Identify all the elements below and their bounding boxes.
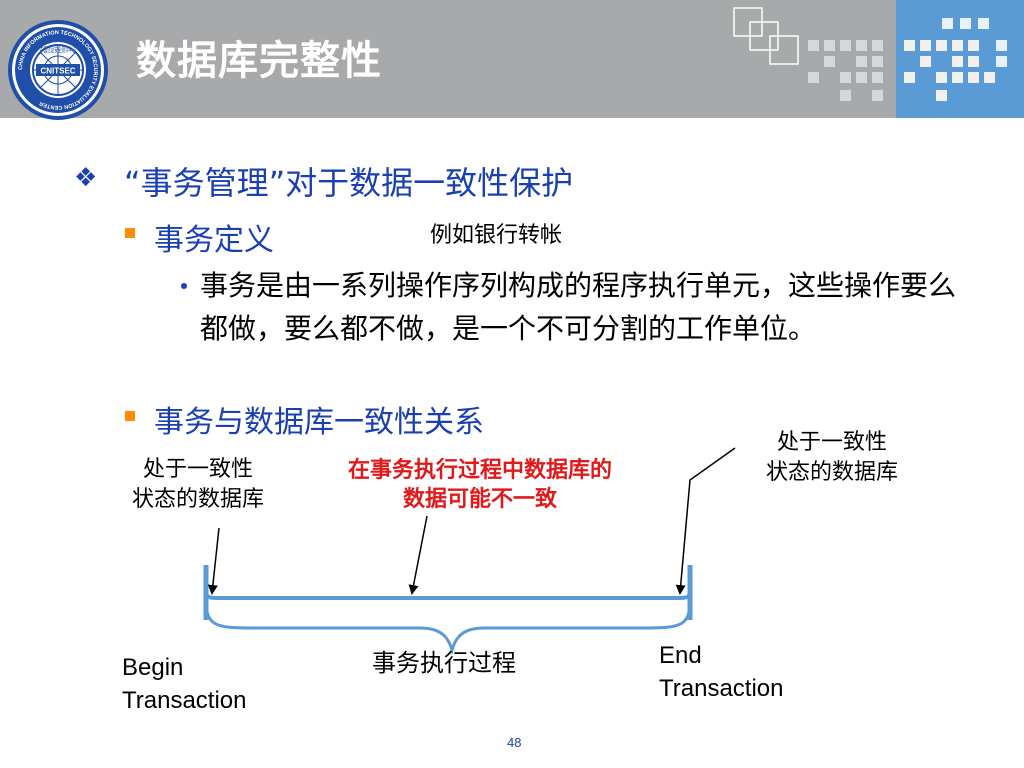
right-consistent-note: 处于一致性 状态的数据库 [752,428,912,488]
right-note-line1: 处于一致性 [776,430,887,455]
level1-heading: “事务管理”对于数据一致性保护 [124,164,574,202]
end-line2: Transaction [659,675,784,702]
inconsistent-note: 在事务执行过程中数据库的 数据可能不一致 [320,456,640,514]
header-bar [0,0,1024,118]
right-note-line2: 状态的数据库 [765,460,898,485]
logo-chinese-text: 中国信息安全测评中心 [40,45,76,54]
right-arrow [675,447,736,595]
begin-transaction-label: Begin Transaction [122,651,247,717]
end-line1: End [659,642,702,669]
left-arrow [207,527,220,595]
left-consistent-note: 处于一致性 状态的数据库 [118,455,278,515]
process-label: 事务执行过程 [372,649,516,677]
level2-transaction-definition: 事务定义 [154,223,274,258]
left-note-line1: 处于一致性 [142,457,253,482]
transaction-definition-text: 事务是由一系列操作序列构成的程序执行单元，这些操作要么都做，要么都不做，是一个不… [200,269,957,345]
mid-note-line1: 在事务执行过程中数据库的 [347,458,612,483]
mid-note-line2: 数据可能不一致 [402,487,557,512]
begin-line2: Transaction [122,687,247,714]
end-transaction-label: End Transaction [659,639,784,705]
left-note-line2: 状态的数据库 [131,487,264,512]
cnitsec-logo: CNITSEC CHINA INFORMATION TECHNOLOGY SEC… [8,20,108,120]
example-text: 例如银行转帐 [430,223,563,248]
page-number: 48 [507,735,522,750]
dot-bullet-icon [181,283,187,289]
logo-center-text: CNITSEC [40,67,75,76]
square-bullet-icon [125,411,135,421]
timeline-line [203,565,693,620]
begin-line1: Begin [122,654,184,681]
diamond-bullet-icon: ❖ [74,163,98,193]
decorative-squares [733,7,1007,101]
page-title: 数据库完整性 [136,38,382,84]
level2-consistency-relation: 事务与数据库一致性关系 [154,405,484,440]
mid-arrow [408,515,428,595]
square-bullet-icon [125,228,135,238]
process-brace [204,599,692,656]
